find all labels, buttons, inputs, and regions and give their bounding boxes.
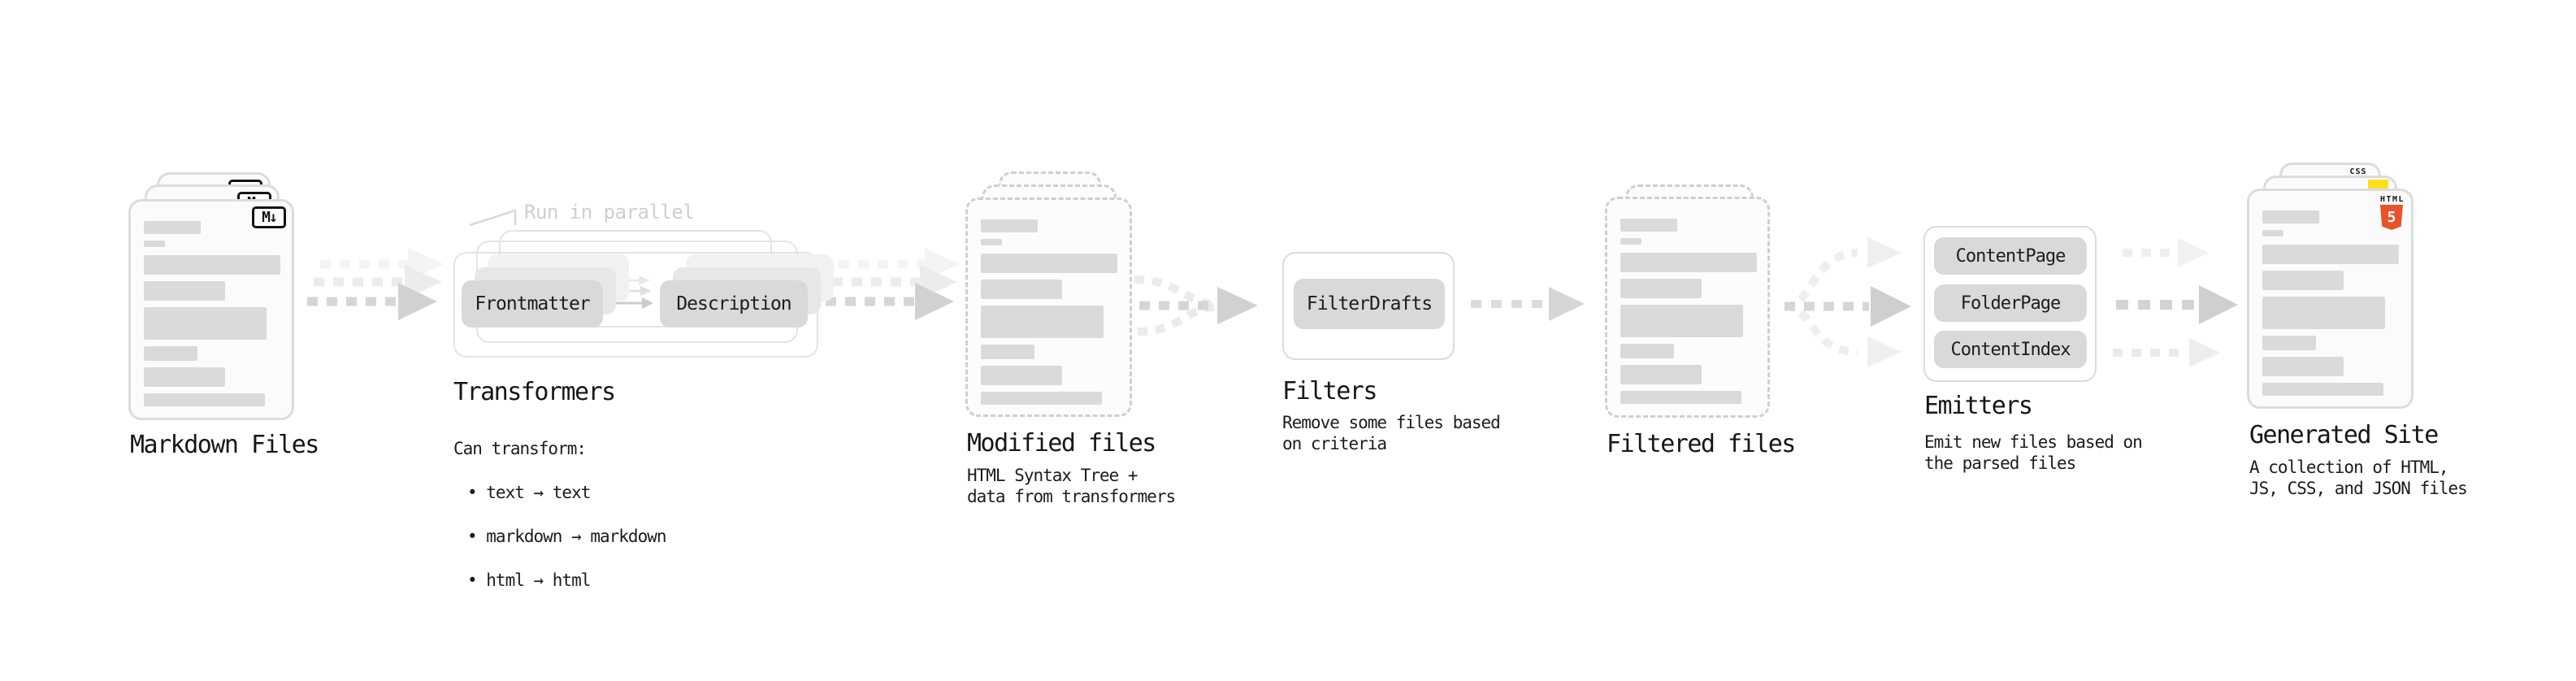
markdown-files-title: Markdown Files — [130, 431, 319, 459]
generated-site-subtitle: A collection of HTML, JS, CSS, and JSON … — [2249, 458, 2468, 498]
filtered-file-card-front — [1605, 197, 1770, 418]
contentpage-pill: ContentPage — [1934, 237, 2087, 275]
transform-bullet: • html → html — [467, 570, 591, 590]
html5-icon: HTML 5 — [2380, 195, 2405, 230]
transformers-title: Transformers — [453, 378, 616, 406]
arrow-filtered-to-emitters — [1784, 237, 1911, 367]
html5-icon-shield: 5 — [2380, 205, 2403, 230]
contentindex-pill: ContentIndex — [1934, 331, 2087, 368]
html5-icon-number: 5 — [2387, 209, 2396, 226]
description-pill: Description — [660, 280, 808, 327]
arrow-markdown-to-transformers — [307, 248, 444, 320]
folderpage-pill: FolderPage — [1934, 284, 2087, 322]
generated-html-file-card: HTML 5 — [2247, 189, 2413, 409]
filters-subtitle: Remove some files based on criteria — [1282, 413, 1501, 453]
markdown-icon: M↓ — [252, 206, 286, 228]
arrow-filters-to-filtered — [1471, 287, 1585, 321]
modified-files-title: Modified files — [967, 429, 1156, 458]
filterdrafts-pill: FilterDrafts — [1294, 279, 1445, 329]
run-in-parallel-leader-line — [469, 209, 517, 227]
modified-files-subtitle: HTML Syntax Tree + data from transformer… — [967, 466, 1176, 506]
arrow-modified-to-filters — [1134, 275, 1258, 336]
emitters-subtitle: Emit new files based on the parsed files — [1924, 432, 2143, 473]
filters-title: Filters — [1282, 377, 1377, 406]
html5-icon-label: HTML — [2380, 195, 2405, 204]
arrow-transformers-to-modified — [826, 248, 959, 320]
frontmatter-pill: Frontmatter — [462, 280, 603, 327]
filtered-files-title: Filtered files — [1607, 430, 1796, 458]
css-icon-label: CSS — [2349, 167, 2367, 176]
transform-bullet: • markdown → markdown — [467, 527, 667, 546]
markdown-file-card-front: M↓ — [128, 199, 294, 420]
transformers-desc-heading: Can transform: — [453, 439, 587, 458]
transformers-description: Can transform: • text → text • markdown … — [453, 416, 667, 614]
modified-file-card-front — [965, 197, 1132, 417]
emitters-title: Emitters — [1924, 392, 2033, 420]
run-in-parallel-label: Run in parallel — [524, 201, 695, 223]
generated-site-title: Generated Site — [2249, 421, 2439, 449]
transform-bullet: • text → text — [467, 483, 591, 502]
arrow-emitters-to-generated — [2113, 238, 2238, 367]
